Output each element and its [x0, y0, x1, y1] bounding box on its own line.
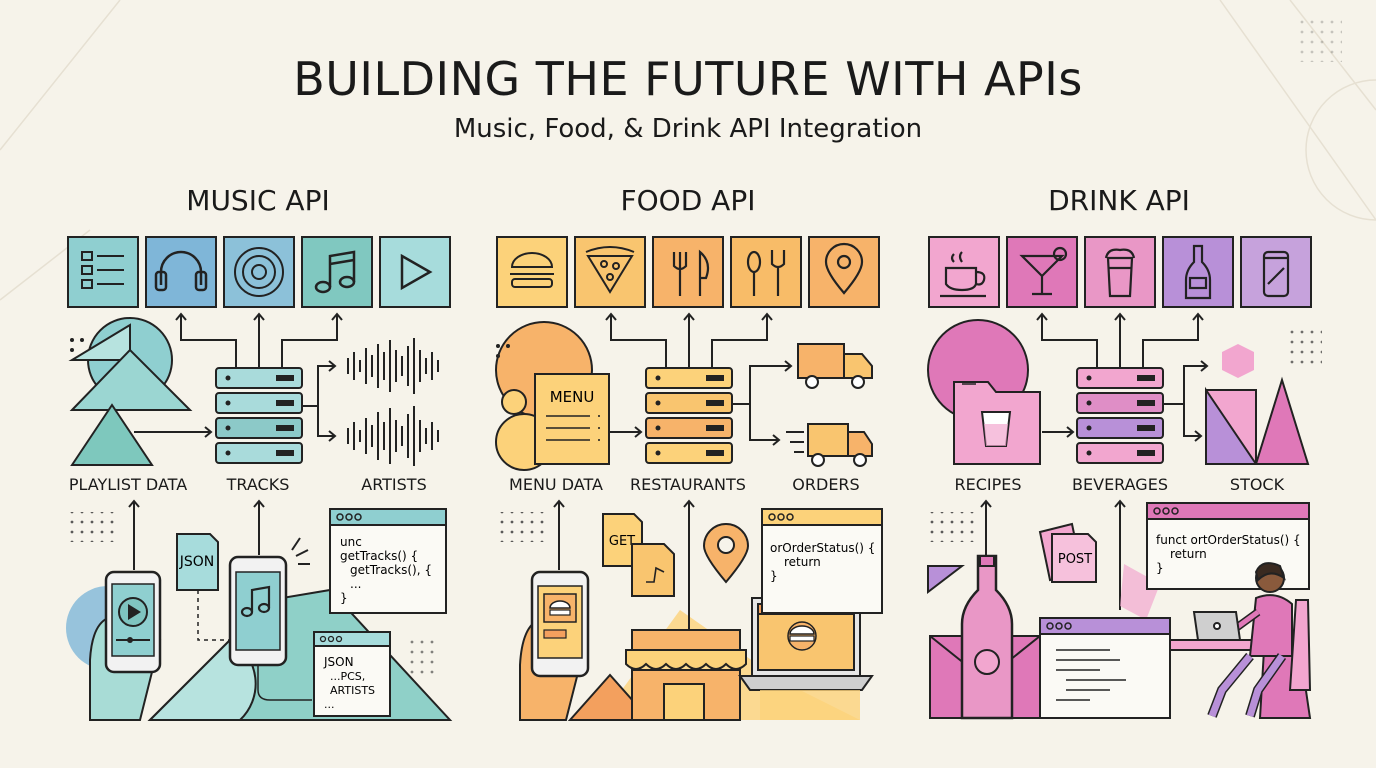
page-subtitle: Music, Food, & Drink API Integration — [453, 114, 923, 144]
music-code-line-2: getTracks() { — [340, 549, 418, 563]
music-code-line-3: getTracks(), { — [350, 563, 432, 577]
hexagon-shape — [1222, 344, 1254, 378]
food-arrows — [605, 312, 793, 446]
page-title: BUILDING THE FUTURE WITH APIs — [293, 52, 1083, 106]
list-icon — [67, 236, 139, 308]
food-server — [645, 367, 733, 464]
label-stock: STOCK — [1229, 475, 1285, 494]
drink-bottle — [960, 554, 1014, 720]
label-recipes: RECIPES — [954, 475, 1022, 494]
storefront — [625, 629, 747, 721]
json-file-icon — [176, 533, 219, 591]
dots-decoration — [1300, 20, 1342, 62]
drink-api-title: DRINK API — [1048, 184, 1190, 217]
post-file-label: POST — [1058, 552, 1092, 567]
drink-server — [1076, 367, 1164, 464]
music-code-line-5: } — [340, 591, 348, 605]
food-code-line-3: } — [770, 569, 778, 583]
burger-icon — [496, 236, 568, 308]
label-restaurants: RESTAURANTS — [630, 475, 746, 494]
food-code-window — [761, 508, 883, 614]
label-menu-data: MENU DATA — [509, 475, 603, 494]
music-code-line-4: ... — [350, 577, 361, 591]
drink-code-line-1: funct ortOrderStatus() { — [1156, 533, 1301, 547]
music-json-line-2: ...PCS, — [330, 670, 365, 683]
music-api-title: MUSIC API — [186, 184, 330, 217]
label-artists: ARTISTS — [361, 475, 427, 494]
bottle-icon — [1162, 236, 1234, 308]
drink-arrows — [1036, 312, 1209, 442]
delivery-truck-1 — [797, 343, 873, 389]
label-playlist-data: PLAYLIST DATA — [68, 475, 188, 494]
menu-sign-label: MENU — [550, 388, 595, 406]
food-panel: MENU — [494, 236, 883, 721]
music-arrows — [134, 312, 343, 442]
developer-person — [1169, 562, 1312, 719]
post-file-icon — [1051, 533, 1097, 583]
drink-panel: POST funct ortOrderStatus() { return } — [926, 236, 1322, 720]
label-beverages: BEVERAGES — [1072, 475, 1168, 494]
beer-icon — [1084, 236, 1156, 308]
music-panel: JSON unc getTracks() { getTracks(), { ..… — [64, 236, 453, 721]
get-file-label: GET — [609, 534, 635, 549]
fork-knife-icon — [652, 236, 724, 308]
cocktail-icon — [1006, 236, 1078, 308]
music-json-line-1: JSON — [323, 655, 354, 669]
pizza-icon — [574, 236, 646, 308]
music-server — [215, 367, 303, 464]
food-triangle — [567, 673, 653, 721]
food-api-title: FOOD API — [620, 184, 756, 217]
label-tracks: TRACKS — [226, 475, 290, 494]
spoon-fork-icon — [730, 236, 802, 308]
menu-sign — [534, 373, 610, 465]
music-json-line-4: ... — [324, 698, 335, 711]
music-code-line-1: unc — [340, 535, 362, 549]
delivery-truck-2 — [786, 423, 873, 467]
play-icon — [379, 236, 451, 308]
waveform-top — [347, 338, 439, 394]
music-note-icon — [301, 236, 373, 308]
waveform-bottom — [347, 406, 439, 466]
food-code-line-1: orOrderStatus() { — [770, 541, 875, 555]
json-file-label: JSON — [179, 554, 215, 570]
location-pin-icon — [808, 236, 880, 308]
drink-code-line-2: return — [1170, 547, 1207, 561]
food-code-line-2: return — [784, 555, 821, 569]
drink-code-line-3: } — [1156, 561, 1164, 575]
label-orders: ORDERS — [792, 475, 860, 494]
music-json-line-3: ARTISTS — [330, 684, 375, 697]
